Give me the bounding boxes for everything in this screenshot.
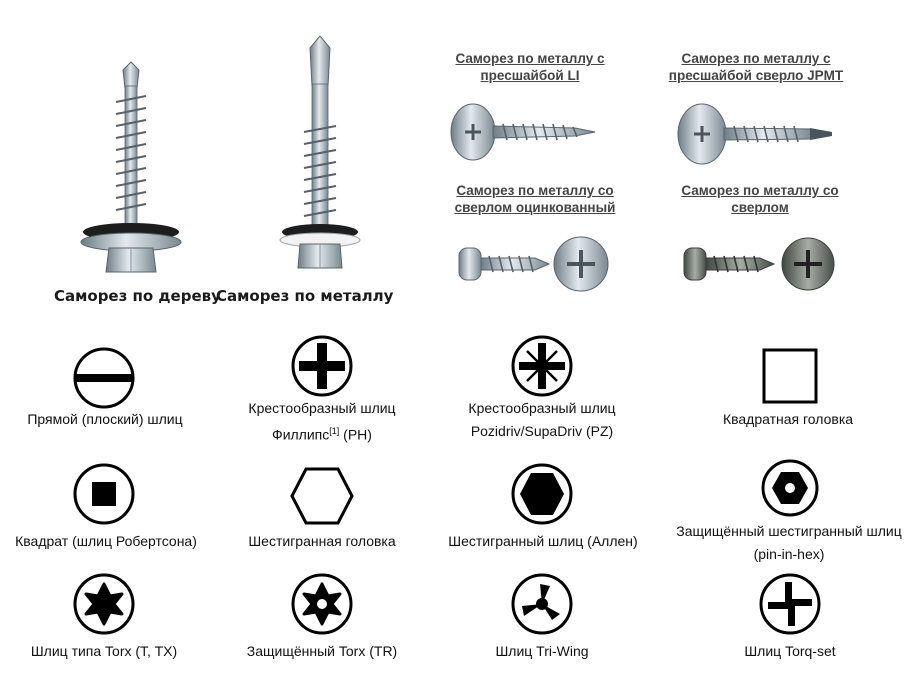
pin-hex-drive-caption-line1: Защищённый шестигранный шлиц <box>676 523 902 539</box>
phillips-drive-caption-line1: Крестообразный шлиц <box>248 400 396 416</box>
torx-tr-drive-icon <box>291 573 353 635</box>
allen-drive-caption: Шестигранный шлиц (Аллен) <box>448 533 638 549</box>
torx-drive-icon <box>73 573 135 635</box>
wood-screw-image <box>80 61 182 273</box>
metal-screw-label: Саморез по металлу <box>216 287 394 305</box>
phillips-footnote[interactable]: [1] <box>329 426 340 436</box>
pressh-jpmt-screw-image <box>677 103 832 165</box>
pozidriv-drive-caption-line2: Pozidriv/SupaDriv (PZ) <box>470 423 614 439</box>
tri-wing-drive-icon <box>511 573 573 635</box>
metal-screw-image <box>279 35 361 269</box>
phillips-name: Филлипс <box>272 426 330 443</box>
torx-drive-caption: Шлиц типа Torx (T, TX) <box>30 643 178 659</box>
pozidriv-drive-icon <box>511 335 573 397</box>
wood-screw-label: Саморез по дереву <box>54 287 221 305</box>
square-head-icon <box>762 348 818 404</box>
link-pressh-li[interactable]: Саморез по металлу с пресшайбой LI <box>455 51 605 83</box>
hex-head-caption: Шестигранная головка <box>248 533 396 549</box>
slot-drive-icon <box>73 347 135 409</box>
pozidriv-drive-caption-line1: Крестообразный шлиц <box>468 400 616 416</box>
pressh-li-screw-image <box>450 103 596 161</box>
phillips-drive-icon <box>291 335 353 397</box>
square-head-caption: Квадратная головка <box>722 411 854 427</box>
link-drill[interactable]: Саморез по металлу со сверлом <box>681 183 839 215</box>
robertson-drive-icon <box>73 463 135 525</box>
phillips-suffix: (PH) <box>339 426 372 443</box>
allen-drive-icon <box>511 463 573 525</box>
hex-head-icon <box>290 467 354 525</box>
phillips-drive-caption-line2: Филлипс[1] (PH) <box>222 420 422 446</box>
tri-wing-drive-caption: Шлиц Tri-Wing <box>495 643 589 659</box>
link-pressh-jpmt[interactable]: Саморез по металлу с пресшайбой сверло J… <box>668 51 844 83</box>
link-drill-zinc[interactable]: Саморез по металлу со сверлом оцинкованн… <box>454 183 616 215</box>
torx-tr-drive-caption: Защищённый Torx (TR) <box>246 643 398 659</box>
slot-drive-caption: Прямой (плоский) шлиц <box>27 411 183 427</box>
drill-zinc-screw-image <box>458 236 609 292</box>
pin-hex-drive-icon <box>761 459 819 517</box>
pin-hex-drive-caption-line2: (pin-in-hex) <box>753 546 825 562</box>
drill-screw-image <box>683 237 835 291</box>
torq-set-drive-caption: Шлиц Torq-set <box>744 643 836 659</box>
torq-set-drive-icon <box>759 573 821 635</box>
robertson-drive-caption: Квадрат (шлиц Робертсона) <box>15 533 197 549</box>
